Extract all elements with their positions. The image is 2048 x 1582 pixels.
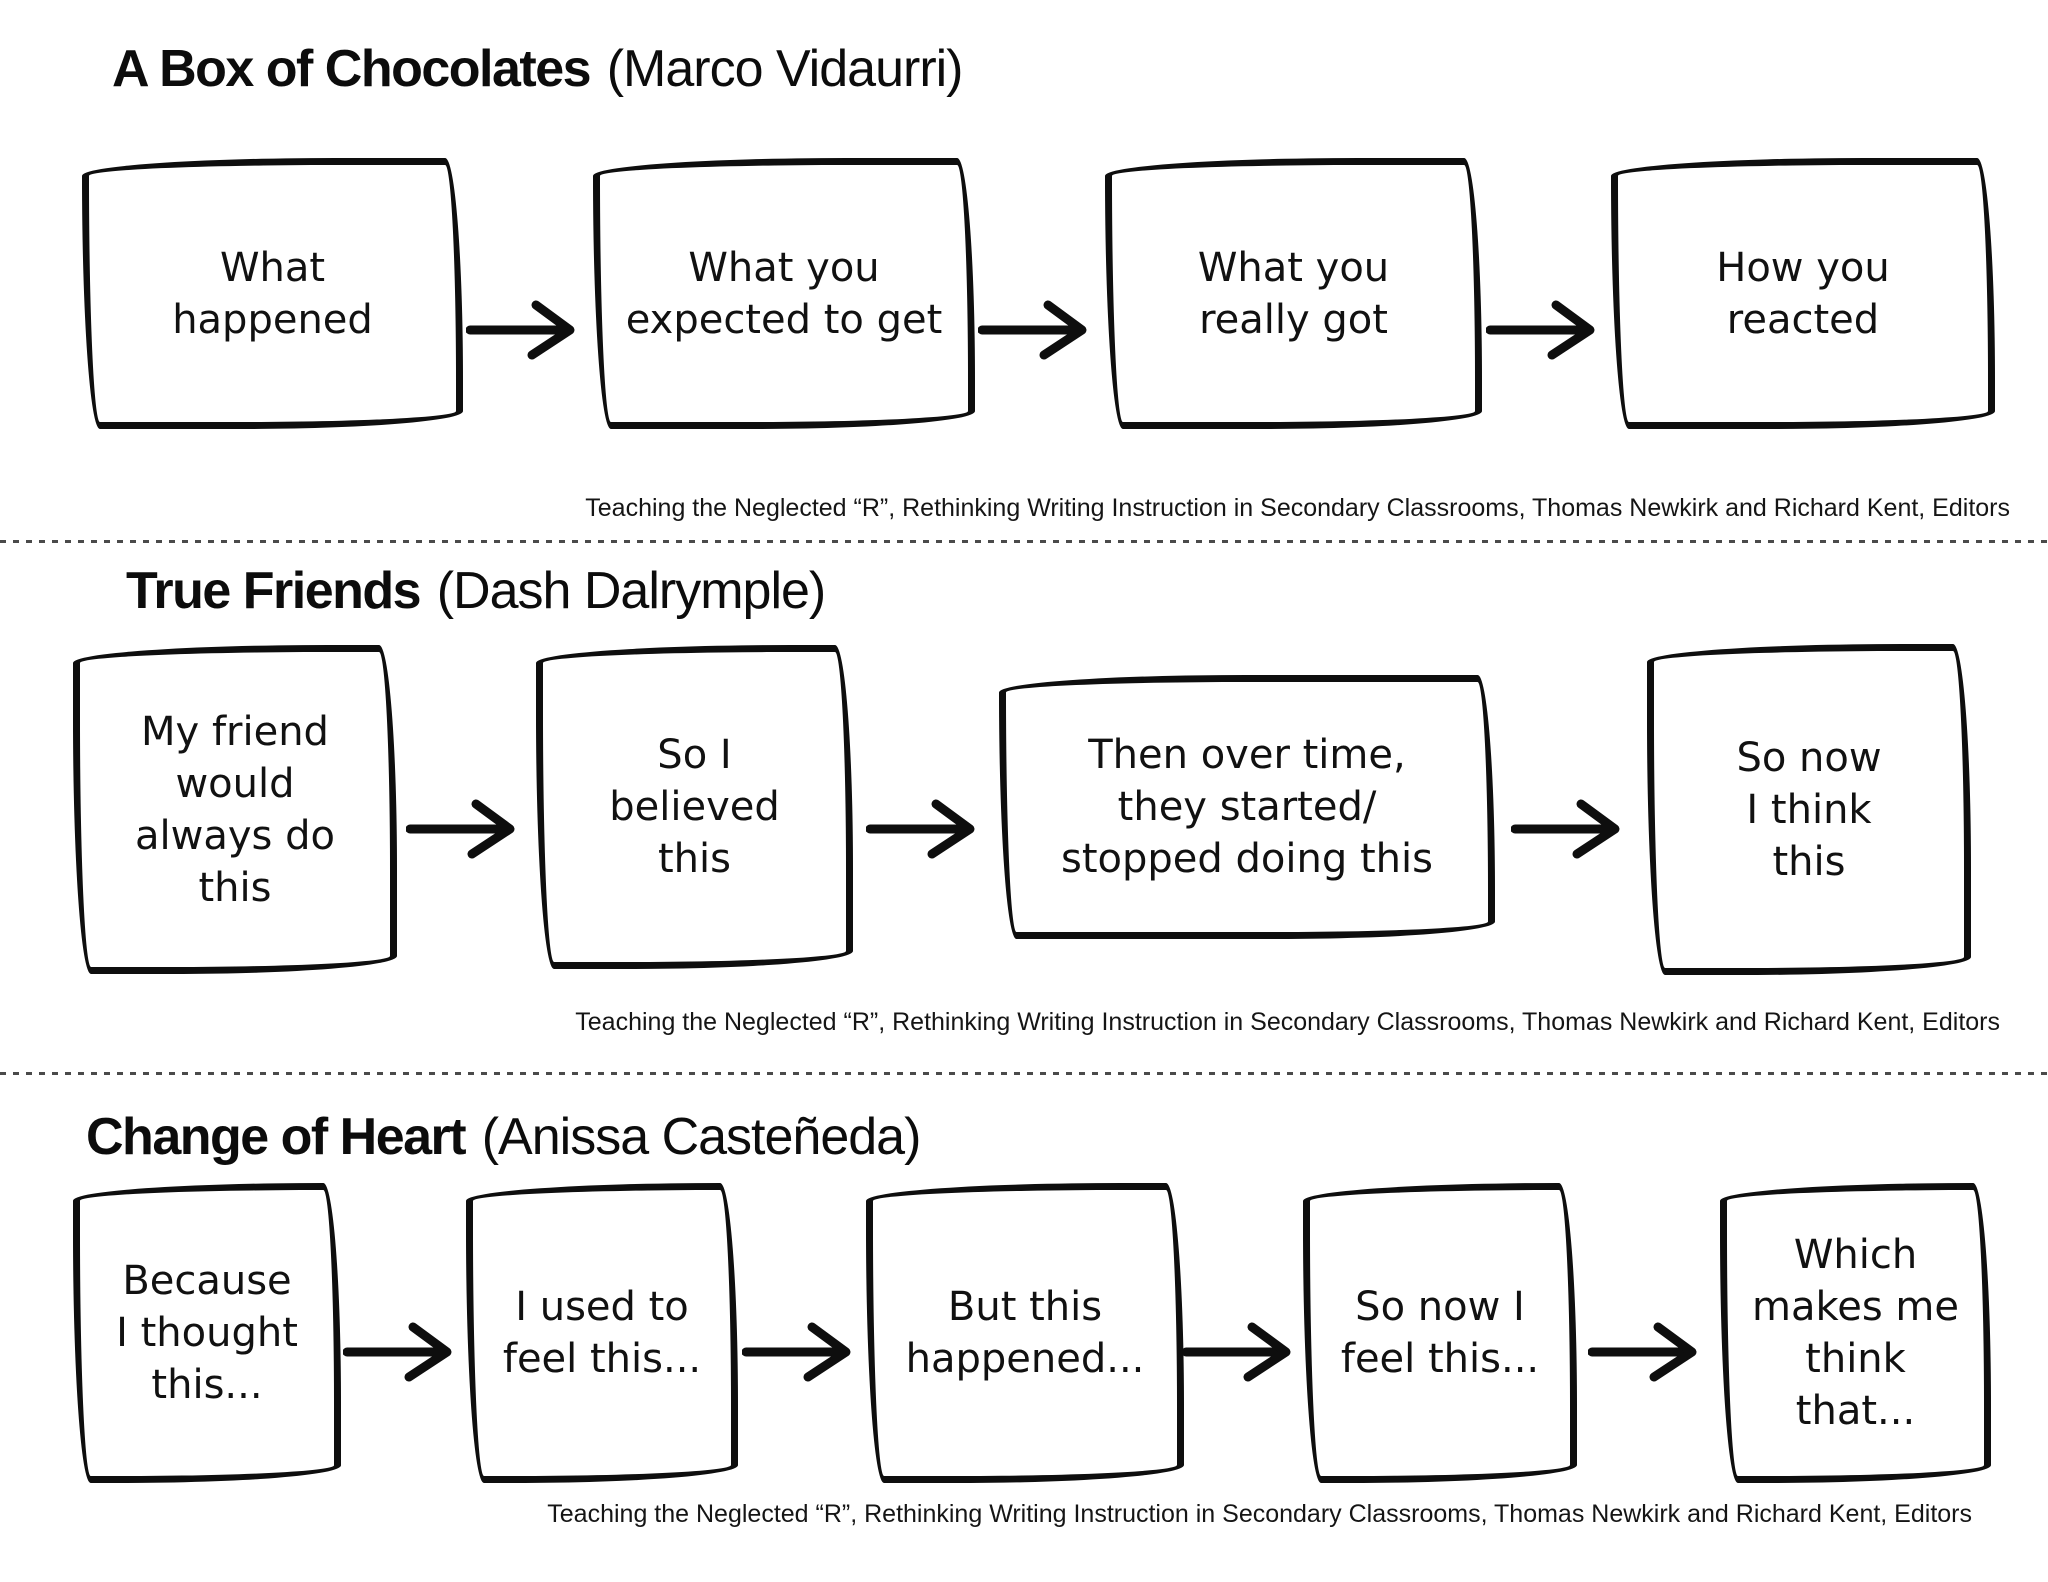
flow-box: Which makes me think that... — [1720, 1183, 1991, 1483]
flow-box-label: Because I thought this... — [116, 1258, 298, 1408]
arrow-right-icon — [343, 1322, 452, 1382]
flow-box: So now I feel this... — [1303, 1183, 1577, 1483]
flow-box-label: But this happened... — [905, 1284, 1145, 1382]
arrow-right-icon — [866, 799, 975, 859]
arrow-right-icon — [466, 300, 575, 360]
flow-box-label: So I believed this — [609, 732, 780, 882]
flow-box-label: What you really got — [1197, 244, 1390, 343]
flow-box-label: So now I feel this... — [1340, 1284, 1540, 1382]
flow-box-label: What happened — [172, 244, 373, 343]
flow-box-label: Which makes me think that... — [1752, 1232, 1959, 1434]
flow-box: So I believed this — [536, 645, 853, 969]
flow-box: So now I think this — [1647, 644, 1971, 975]
flow-box-label: What you expected to get — [625, 244, 943, 343]
dashed-separator — [0, 540, 2048, 543]
flow-box: What you really got — [1105, 158, 1482, 429]
arrow-right-icon — [1511, 799, 1620, 859]
section-title-text: True Friends — [126, 562, 422, 620]
section-title-true-friends: True Friends(Dash Dalrymple) — [126, 562, 827, 622]
flow-box-label: How you reacted — [1716, 244, 1890, 343]
section-title-box-of-chocolates: A Box of Chocolates(Marco Vidaurri) — [112, 40, 963, 100]
flow-box: Because I thought this... — [73, 1183, 341, 1483]
section-title-change-of-heart: Change of Heart(Anissa Casteñeda) — [86, 1108, 922, 1168]
flow-box: I used to feel this... — [466, 1183, 738, 1483]
flow-box: How you reacted — [1611, 158, 1995, 429]
citation-text: Teaching the Neglected “R”, Rethinking W… — [575, 1008, 2000, 1036]
arrow-right-icon — [406, 799, 515, 859]
flow-box: What you expected to get — [593, 158, 975, 429]
citation-text: Teaching the Neglected “R”, Rethinking W… — [585, 494, 2010, 522]
arrow-right-icon — [1588, 1322, 1697, 1382]
flow-box-label: So now I think this — [1736, 734, 1882, 885]
citation-text: Teaching the Neglected “R”, Rethinking W… — [547, 1500, 1972, 1528]
section-author-text: (Anissa Casteñeda) — [481, 1108, 922, 1166]
section-author-text: (Dash Dalrymple) — [436, 562, 827, 620]
flow-box: My friend would always do this — [73, 645, 397, 974]
arrow-right-icon — [742, 1322, 851, 1382]
flow-box: Then over time, they started/ stopped do… — [999, 675, 1495, 939]
section-title-text: A Box of Chocolates — [112, 40, 592, 98]
arrow-right-icon — [1486, 300, 1595, 360]
arrow-right-icon — [978, 300, 1087, 360]
section-title-text: Change of Heart — [86, 1108, 467, 1166]
flow-box-label: I used to feel this... — [502, 1284, 702, 1382]
flow-box: What happened — [82, 158, 463, 429]
flow-box: But this happened... — [866, 1183, 1184, 1483]
arrow-right-icon — [1182, 1322, 1291, 1382]
dashed-separator — [0, 1072, 2048, 1075]
flow-box-label: My friend would always do this — [135, 708, 335, 911]
section-author-text: (Marco Vidaurri) — [606, 40, 964, 98]
flow-box-label: Then over time, they started/ stopped do… — [1061, 732, 1433, 882]
